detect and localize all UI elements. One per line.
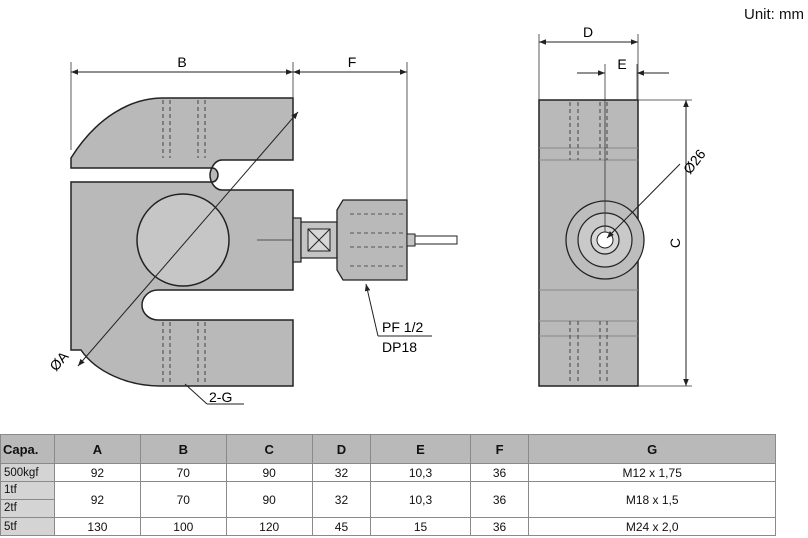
cell-c: 90 bbox=[225, 463, 313, 482]
col-d: D bbox=[311, 434, 372, 464]
cell-d: 32 bbox=[311, 463, 372, 482]
spec-table: Capa. A B C D E F G 500kgf 92 70 90 32 1… bbox=[0, 434, 776, 536]
connector-label-1: PF 1/2 bbox=[382, 319, 423, 335]
dimension-d-label: D bbox=[583, 24, 593, 40]
cell-g: M12 x 1,75 bbox=[528, 463, 776, 482]
technical-drawing: B F ØA 2-G PF 1/2 DP18 bbox=[46, 24, 709, 405]
dimension-c-label: C bbox=[667, 238, 683, 248]
col-c: C bbox=[225, 434, 313, 464]
cell-c: 120 bbox=[225, 517, 313, 536]
col-e: E bbox=[370, 434, 471, 464]
dimension-e-label: E bbox=[617, 56, 626, 72]
cable-connector bbox=[292, 199, 458, 281]
dimension-f-label: F bbox=[348, 54, 357, 70]
cell-a: 130 bbox=[54, 517, 141, 536]
cell-capa: 1tf 2tf bbox=[0, 481, 55, 518]
cell-e: 15 bbox=[370, 517, 471, 536]
dimension-b bbox=[70, 62, 294, 150]
cell-f: 36 bbox=[469, 463, 530, 482]
dimension-d bbox=[538, 34, 639, 100]
cell-c: 90 bbox=[225, 481, 313, 518]
dimension-phi26-label: Ø26 bbox=[680, 146, 709, 177]
cell-a: 92 bbox=[54, 463, 141, 482]
cell-capa-1: 1tf bbox=[1, 482, 54, 500]
col-f: F bbox=[469, 434, 530, 464]
col-capa: Capa. bbox=[0, 434, 55, 464]
spec-table-header: Capa. A B C D E F G bbox=[0, 434, 776, 464]
cell-b: 70 bbox=[139, 481, 227, 518]
dimension-c bbox=[638, 99, 692, 387]
cell-d: 45 bbox=[311, 517, 372, 536]
table-row: 5tf 130 100 120 45 15 36 M24 x 2,0 bbox=[0, 517, 776, 536]
cell-d: 32 bbox=[311, 481, 372, 518]
front-view bbox=[70, 97, 458, 387]
cell-a: 92 bbox=[54, 481, 141, 518]
connector-label-2: DP18 bbox=[382, 339, 417, 355]
connector-leader bbox=[364, 283, 379, 337]
cell-capa: 5tf bbox=[0, 517, 55, 536]
cell-f: 36 bbox=[469, 481, 530, 518]
cell-b: 100 bbox=[139, 517, 227, 536]
side-view bbox=[538, 99, 681, 387]
dimension-line-a bbox=[77, 111, 299, 367]
cell-f: 36 bbox=[469, 517, 530, 536]
unit-label: Unit: mm bbox=[744, 6, 804, 23]
table-row: 500kgf 92 70 90 32 10,3 36 M12 x 1,75 bbox=[0, 463, 776, 482]
col-a: A bbox=[54, 434, 141, 464]
cell-capa: 500kgf bbox=[0, 463, 55, 482]
cell-e: 10,3 bbox=[370, 463, 471, 482]
cell-b: 70 bbox=[139, 463, 227, 482]
dimension-a-label: ØA bbox=[46, 348, 72, 374]
cell-e: 10,3 bbox=[370, 481, 471, 518]
col-g: G bbox=[528, 434, 776, 464]
thread-leader bbox=[184, 383, 208, 405]
dimension-e bbox=[577, 64, 669, 232]
dimension-b-label: B bbox=[177, 54, 186, 70]
cell-capa-2: 2tf bbox=[4, 502, 17, 514]
col-b: B bbox=[139, 434, 227, 464]
dimension-f bbox=[293, 62, 408, 200]
cell-g: M24 x 2,0 bbox=[528, 517, 776, 536]
table-row: 1tf 2tf 92 70 90 32 10,3 36 M18 x 1,5 bbox=[0, 481, 776, 518]
thread-label: 2-G bbox=[209, 389, 232, 405]
cell-g: M18 x 1,5 bbox=[528, 481, 776, 518]
